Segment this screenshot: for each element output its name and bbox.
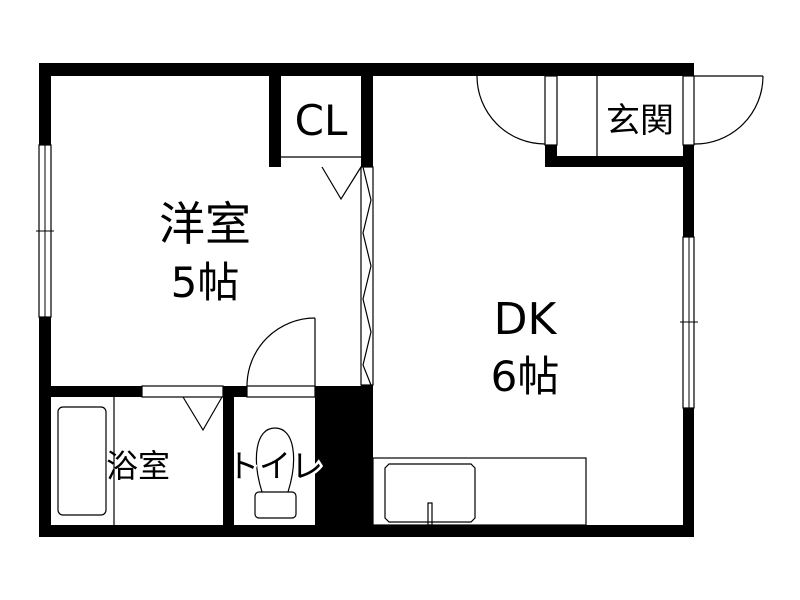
bathroom-label: 浴室 bbox=[106, 447, 170, 485]
window-right bbox=[680, 236, 698, 409]
sink bbox=[384, 463, 476, 523]
dk-size: 6帖 bbox=[491, 352, 560, 401]
faucet bbox=[427, 502, 433, 526]
window-left bbox=[36, 144, 54, 318]
folding-door[interactable] bbox=[360, 166, 374, 386]
western-room-name: 洋室 bbox=[159, 197, 251, 251]
toilet-label: トイレ bbox=[227, 447, 323, 485]
western-room-size: 5帖 bbox=[171, 258, 240, 307]
bathroom-door[interactable] bbox=[141, 385, 224, 432]
bathtub bbox=[57, 397, 115, 525]
entrance-doors[interactable] bbox=[476, 75, 764, 156]
kitchen-counter bbox=[372, 457, 587, 526]
dk-name: DK bbox=[494, 294, 558, 345]
toilet-fixture bbox=[254, 427, 297, 519]
closet-label: CL bbox=[295, 96, 348, 145]
closet-door[interactable] bbox=[321, 166, 362, 201]
toilet-door[interactable] bbox=[246, 317, 316, 398]
entrance-label: 玄関 bbox=[606, 101, 674, 141]
